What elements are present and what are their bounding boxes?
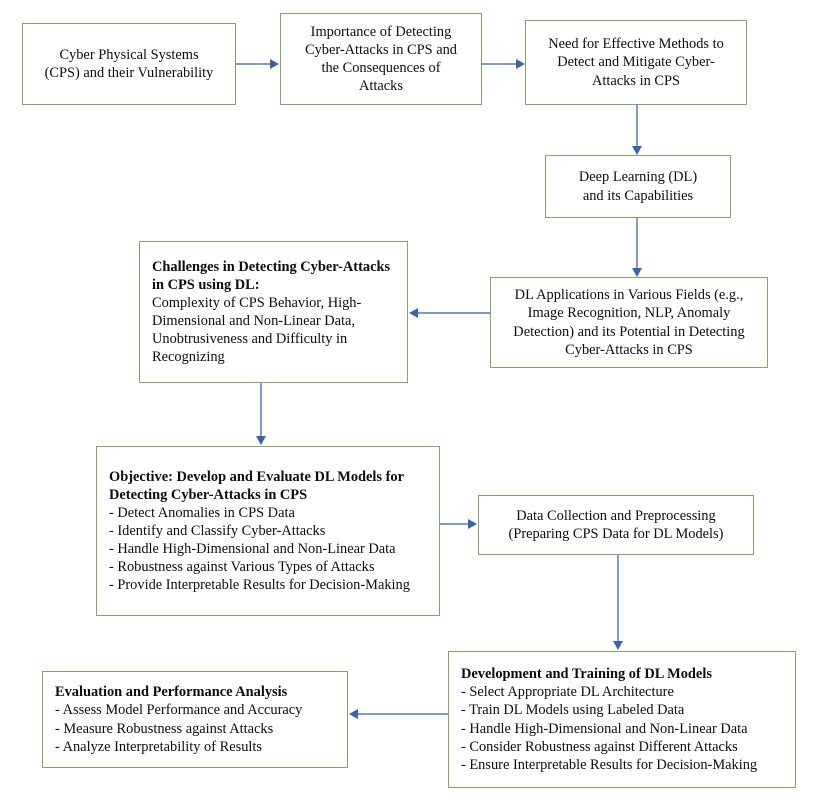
node-line: Importance of Detecting: [310, 23, 452, 40]
edge-development-to-evaluation-line: [358, 713, 448, 715]
node-bullet: - Robustness against Various Types of At…: [109, 559, 375, 576]
node-data-collection[interactable]: Data Collection and Preprocessing (Prepa…: [478, 495, 754, 555]
node-bullet: - Select Appropriate DL Architecture: [461, 684, 674, 701]
node-line: Need for Effective Methods to: [548, 36, 724, 53]
node-bullets: - Assess Model Performance and Accuracy …: [55, 701, 338, 755]
edge-applications-to-challenges-arrowhead: [409, 307, 418, 318]
node-development-training[interactable]: Development and Training of DL Models - …: [448, 651, 796, 788]
node-bullet: - Consider Robustness against Different …: [461, 738, 738, 755]
node-evaluation[interactable]: Evaluation and Performance Analysis - As…: [42, 671, 348, 768]
node-line: Detection) and its Potential in Detectin…: [513, 323, 745, 340]
node-line: DL Applications in Various Fields (e.g.,: [514, 287, 744, 304]
node-line: Detect and Mitigate Cyber-: [557, 54, 715, 71]
node-dl-applications[interactable]: DL Applications in Various Fields (e.g.,…: [490, 277, 768, 368]
node-bullets: - Select Appropriate DL Architecture - T…: [461, 683, 786, 774]
node-bullet: - Handle High-Dimensional and Non-Linear…: [109, 541, 396, 558]
node-bullet: - Handle High-Dimensional and Non-Linear…: [461, 720, 748, 737]
edge-applications-to-challenges-line: [418, 312, 490, 314]
edge-need-to-dl-arrowhead: [631, 146, 642, 155]
edge-cps-to-importance-arrowhead: [270, 58, 279, 69]
node-bullet: - Train DL Models using Labeled Data: [461, 702, 685, 719]
node-bullet: - Analyze Interpretability of Results: [55, 738, 263, 755]
node-line: (Preparing CPS Data for DL Models): [508, 526, 724, 542]
edge-development-to-evaluation-arrowhead: [349, 708, 358, 719]
node-bullet: - Measure Robustness against Attacks: [55, 720, 274, 737]
node-bullet: - Assess Model Performance and Accuracy: [55, 702, 303, 719]
node-cps-vulnerability[interactable]: Cyber Physical Systems (CPS) and their V…: [22, 23, 236, 105]
edge-need-to-dl-line: [636, 105, 638, 147]
edge-importance-to-need-arrowhead: [516, 58, 525, 69]
node-line: the Consequences of: [321, 60, 441, 76]
node-challenges[interactable]: Challenges in Detecting Cyber-Attacks in…: [139, 241, 408, 383]
node-line: Attacks: [359, 78, 403, 95]
edge-challenges-to-objective-arrowhead: [255, 436, 266, 445]
node-bullets: - Detect Anomalies in CPS Data - Identif…: [109, 504, 430, 595]
node-need-effective-methods[interactable]: Need for Effective Methods to Detect and…: [525, 20, 747, 105]
node-bullet: - Ensure Interpretable Results for Decis…: [461, 756, 758, 773]
node-line: Attacks in CPS: [592, 72, 680, 89]
edge-importance-to-need-line: [482, 63, 517, 65]
edge-dl-to-applications-line: [636, 218, 638, 269]
node-deep-learning-capabilities[interactable]: Deep Learning (DL) and its Capabilities: [545, 155, 731, 218]
node-bullet: - Identify and Classify Cyber-Attacks: [109, 522, 326, 539]
node-line: Data Collection and Preprocessing: [516, 507, 716, 524]
edge-cps-to-importance-line: [236, 63, 271, 65]
node-title: Objective: Develop and Evaluate DL Model…: [109, 468, 404, 503]
node-bullet: - Detect Anomalies in CPS Data: [109, 504, 295, 521]
node-importance-detecting[interactable]: Importance of Detecting Cyber-Attacks in…: [280, 13, 482, 105]
edge-dl-to-applications-arrowhead: [631, 268, 642, 277]
edge-datacollection-to-development-line: [617, 555, 619, 642]
node-title: Evaluation and Performance Analysis: [55, 684, 288, 701]
node-line: Complexity of CPS Behavior, High-Dimensi…: [152, 294, 362, 366]
node-line: Image Recognition, NLP, Anomaly: [527, 305, 731, 322]
node-line: Deep Learning (DL): [578, 169, 698, 186]
edge-datacollection-to-development-arrowhead: [612, 641, 623, 650]
edge-objective-to-datacollection-line: [440, 523, 469, 525]
node-objective[interactable]: Objective: Develop and Evaluate DL Model…: [96, 446, 440, 616]
node-line: Cyber-Attacks in CPS: [565, 341, 693, 358]
node-line: Cyber Physical Systems: [59, 46, 199, 63]
node-title: Development and Training of DL Models: [461, 666, 712, 683]
edge-challenges-to-objective-line: [260, 383, 262, 437]
node-line: Cyber-Attacks in CPS and: [304, 41, 457, 58]
node-title: Challenges in Detecting Cyber-Attacks in…: [152, 258, 391, 293]
node-bullet: - Provide Interpretable Results for Deci…: [109, 577, 410, 594]
edge-objective-to-datacollection-arrowhead: [468, 518, 477, 529]
node-line: (CPS) and their Vulnerability: [44, 65, 214, 81]
node-line: and its Capabilities: [582, 187, 694, 204]
